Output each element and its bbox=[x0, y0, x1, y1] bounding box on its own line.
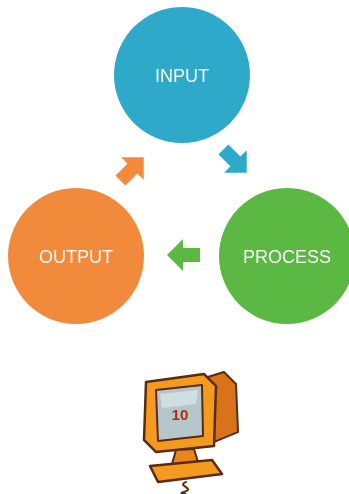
screen-number: 10 bbox=[172, 407, 189, 424]
arrow-left-icon bbox=[167, 239, 200, 271]
input-node: INPUT bbox=[114, 7, 250, 143]
screen-highlight bbox=[160, 390, 198, 408]
process-node: PROCESS bbox=[219, 188, 349, 324]
computer-cable bbox=[180, 481, 189, 494]
input-circle bbox=[114, 7, 250, 143]
output-label: OUTPUT bbox=[39, 247, 113, 267]
output-node: OUTPUT bbox=[8, 188, 144, 324]
arrow-output-to-input bbox=[115, 157, 144, 186]
computer-icon: 10 bbox=[142, 371, 239, 494]
arrow-up-right-icon bbox=[115, 157, 144, 186]
arrow-process-to-output bbox=[167, 239, 200, 271]
process-circle bbox=[219, 188, 349, 324]
input-label: INPUT bbox=[155, 66, 209, 86]
output-circle bbox=[8, 188, 144, 324]
arrow-input-to-process bbox=[218, 144, 247, 173]
computer-base bbox=[148, 458, 224, 484]
process-label: PROCESS bbox=[243, 247, 331, 267]
arrow-down-right-icon bbox=[218, 144, 247, 173]
